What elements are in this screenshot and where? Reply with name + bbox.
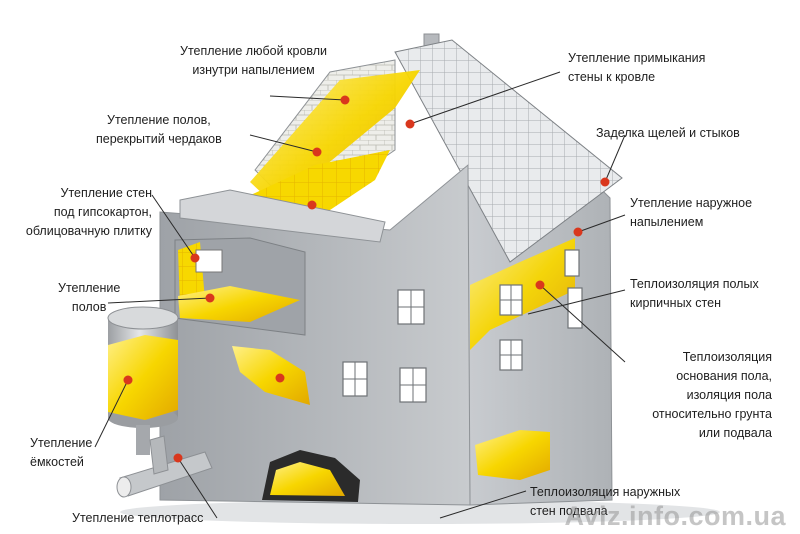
marker-heating xyxy=(173,453,183,463)
basement-foam xyxy=(475,430,550,480)
label-tanks: Утепление ёмкостей xyxy=(30,436,93,469)
label-roof-spray: Утепление любой кровли изнутри напыление… xyxy=(180,44,328,77)
label-exterior-spray: Утепление наружное напылением xyxy=(630,196,753,229)
marker-gaps xyxy=(600,177,610,187)
label-walls-under-drywall: Утепление стен под гипсокартон, облицова… xyxy=(25,186,152,238)
marker-basement xyxy=(307,200,317,210)
basement-foam-left xyxy=(270,462,345,496)
marker-attic xyxy=(312,147,322,157)
marker-junction xyxy=(405,119,415,129)
label-heating-mains: Утепление теплотрасс xyxy=(72,511,204,525)
marker-exterior xyxy=(573,227,583,237)
leader-lines xyxy=(94,71,626,519)
label-basement-walls: Теплоизоляция наружных стен подвала xyxy=(530,485,681,518)
label-wall-roof-junction: Утепление примыкания стены к кровле xyxy=(568,51,706,84)
tank-stand xyxy=(136,425,150,455)
label-floors-attic: Утепление полов, перекрытий чердаков xyxy=(96,113,222,146)
marker-floor-base xyxy=(275,373,285,383)
pipe-riser xyxy=(149,435,169,475)
label-gaps-joints: Заделка щелей и стыков xyxy=(596,126,740,140)
watermark: Aviz.info.com.ua xyxy=(564,501,786,531)
tank-foam xyxy=(108,335,178,420)
marker-walls-drywall xyxy=(190,253,200,263)
window-mullions xyxy=(343,285,522,402)
marker-floors xyxy=(205,293,215,303)
marker-hollow-brick xyxy=(535,280,545,290)
pipe-end xyxy=(116,476,132,498)
label-hollow-brick: Теплоизоляция полых кирпичных стен xyxy=(630,277,759,310)
attic-roof-foam xyxy=(250,70,420,210)
label-floors: Утепление полов xyxy=(58,281,121,314)
parapet xyxy=(179,189,386,243)
upper-cutaway-window xyxy=(195,249,223,273)
marker-dots xyxy=(123,95,610,463)
roof xyxy=(394,39,623,263)
floor-foam-band xyxy=(232,346,310,405)
label-floor-base: Теплоизоляция основания пола, изоляция п… xyxy=(652,350,772,440)
marker-roof xyxy=(340,95,350,105)
tank-top xyxy=(107,306,179,330)
marker-tanks xyxy=(123,375,133,385)
ground-shadow xyxy=(120,500,720,524)
